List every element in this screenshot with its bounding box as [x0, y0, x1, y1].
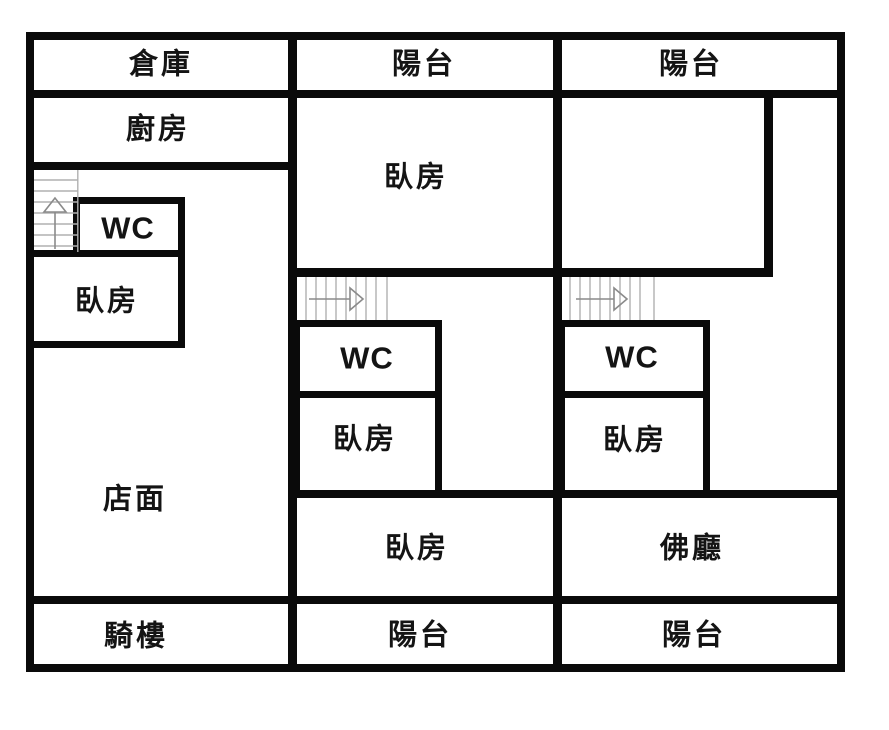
room-label-bedroom-mid-small: 臥房: [332, 423, 398, 456]
room-label-bedroom-right-small: 臥房: [602, 424, 668, 457]
room-label-wc-right: WC: [605, 339, 659, 375]
room-label-buddha-hall: 佛廳: [659, 532, 725, 565]
room-label-bedroom-mid-top: 臥房: [383, 161, 449, 194]
wall-storage-bottom: [26, 90, 297, 98]
staircase-mid-right-icon: [305, 277, 388, 320]
wall-right-room-side: [764, 90, 773, 277]
wall-outer-left: [26, 32, 34, 672]
wall-mid-balcony-top: [288, 596, 562, 604]
room-label-balcony-bottom-mid: 陽台: [387, 619, 453, 652]
wall-right-balcony-top: [553, 596, 845, 604]
room-label-kitchen: 廚房: [125, 113, 191, 146]
bedroom-room-right: [558, 391, 710, 498]
wall-right-balcony-bottom: [553, 90, 845, 98]
room-label-balcony-top-mid: 陽台: [391, 48, 457, 81]
wall-divider-mid-right: [553, 32, 562, 672]
room-label-arcade: 騎樓: [103, 620, 169, 653]
wall-divider-left-mid: [288, 32, 297, 672]
room-label-storefront: 店面: [102, 483, 168, 516]
room-label-bedroom-left: 臥房: [74, 285, 140, 318]
wall-mid-bedroom-bottom: [288, 268, 562, 277]
room-label-balcony-bottom-right: 陽台: [661, 619, 727, 652]
wall-outer-right: [837, 32, 845, 672]
wall-storefront-bottom: [26, 596, 297, 604]
room-label-wc-left: WC: [101, 210, 155, 246]
room-label-balcony-top-right: 陽台: [658, 48, 724, 81]
wall-kitchen-bottom: [26, 162, 297, 170]
wall-outer-top: [26, 32, 845, 40]
bedroom-room-mid: [293, 391, 442, 498]
wall-right-room-bottom: [553, 268, 771, 277]
staircase-right-right-icon: [569, 277, 655, 320]
room-label-storage: 倉庫: [128, 48, 194, 81]
wall-outer-bottom: [26, 664, 845, 672]
room-label-wc-mid: WC: [340, 340, 394, 376]
wall-mid-balcony-bottom: [288, 90, 562, 98]
staircase-left-up-icon: [34, 170, 79, 252]
room-label-bedroom-mid-bottom: 臥房: [384, 532, 450, 565]
bedroom-room-left: [26, 250, 185, 348]
